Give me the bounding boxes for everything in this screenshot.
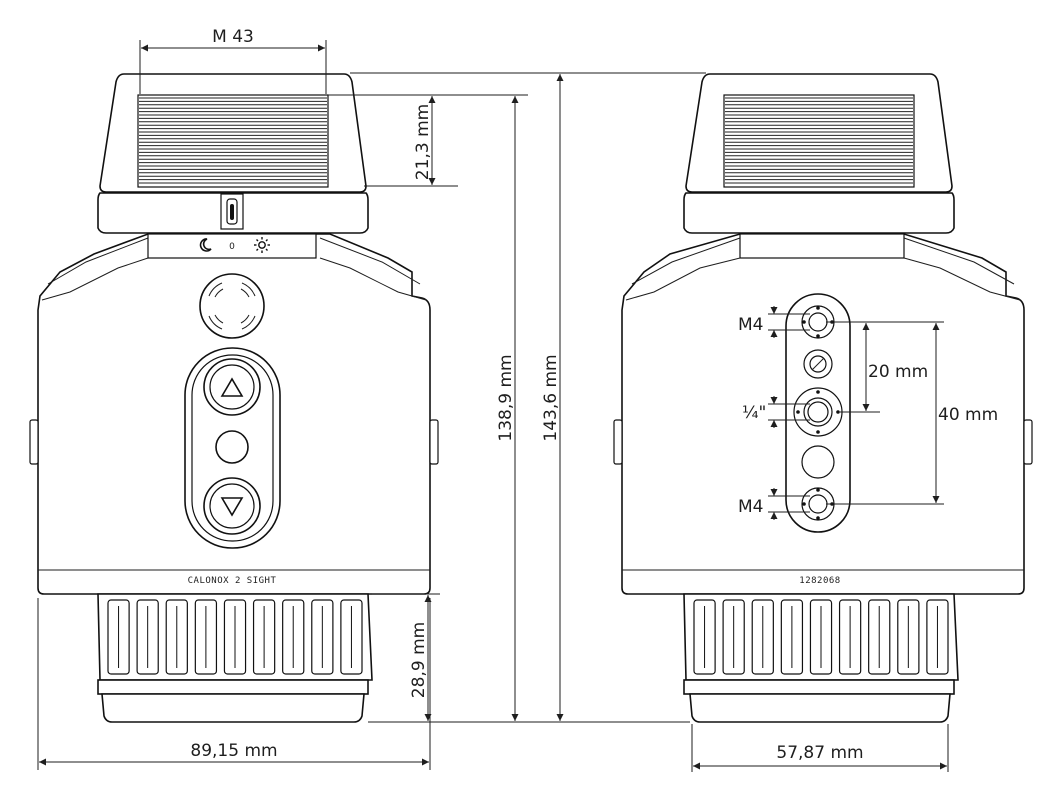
moon-icon bbox=[199, 238, 212, 252]
dim-spacing-20: 20 mm bbox=[868, 362, 928, 382]
dim-eyepiece-height: 21,3 mm bbox=[413, 104, 433, 180]
sensor-ring bbox=[199, 273, 265, 339]
screw-icon bbox=[803, 349, 833, 379]
side-eyepiece-thread bbox=[723, 94, 915, 188]
sun-icon bbox=[254, 237, 270, 253]
side-right-bump bbox=[1023, 419, 1033, 465]
side-objective-ring bbox=[689, 693, 951, 723]
center-button[interactable] bbox=[215, 430, 249, 464]
dim-width-front: 89,15 mm bbox=[190, 741, 277, 761]
eyepiece-thread bbox=[137, 94, 329, 188]
quarter-inch-hole bbox=[793, 387, 843, 437]
mode-strip bbox=[147, 233, 317, 259]
dim-total-height: 143,6 mm bbox=[541, 354, 561, 441]
dim-height-without-cap: 138,9 mm bbox=[496, 354, 516, 441]
mode-switch-indicator bbox=[230, 204, 234, 220]
dim-thread: M 43 bbox=[212, 27, 254, 47]
blank-plug bbox=[801, 445, 835, 479]
side-view: 1282068 bbox=[613, 73, 1033, 723]
grip-ring bbox=[97, 679, 369, 695]
objective-ring bbox=[101, 693, 365, 723]
dim-grip-height: 28,9 mm bbox=[409, 622, 429, 698]
side-left-bump bbox=[613, 419, 623, 465]
front-view: 0 bbox=[29, 73, 439, 723]
left-side-button bbox=[29, 419, 39, 465]
dim-width-side: 57,87 mm bbox=[776, 743, 863, 763]
up-arrow-icon bbox=[220, 377, 244, 397]
dim-m4-top: M4 bbox=[738, 315, 763, 335]
side-top-strip bbox=[739, 233, 905, 259]
focus-grip-ribs bbox=[107, 599, 363, 675]
zero-mark: 0 bbox=[229, 242, 235, 252]
model-name-label: CALONOX 2 SIGHT bbox=[188, 576, 277, 586]
down-arrow-icon bbox=[220, 497, 244, 517]
side-grip-ring bbox=[683, 679, 955, 695]
dim-spacing-40: 40 mm bbox=[938, 405, 998, 425]
side-focus-grip-ribs bbox=[693, 599, 949, 675]
dim-m4-bottom: M4 bbox=[738, 497, 763, 517]
dimension-lines: M 43 21,3 mm 138,9 mm 143,6 mm 28,9 mm 8… bbox=[37, 27, 998, 772]
side-collar bbox=[683, 192, 955, 234]
right-side-button bbox=[429, 419, 439, 465]
serial-number-label: 1282068 bbox=[799, 576, 840, 586]
dim-quarter-inch: ¼" bbox=[742, 403, 766, 423]
